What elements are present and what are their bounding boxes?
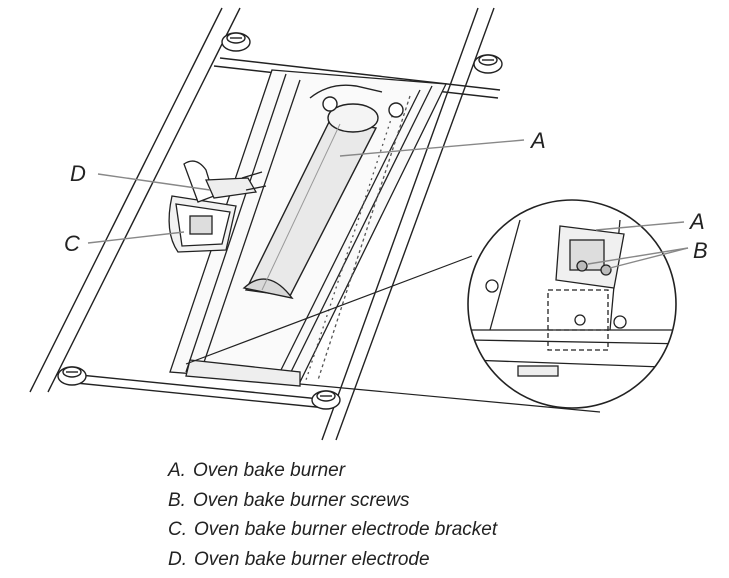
electrode-bracket xyxy=(168,195,237,253)
legend: A.Oven bake burner B.Oven bake burner sc… xyxy=(168,456,497,574)
legend-item-a: A.Oven bake burner xyxy=(168,460,346,481)
screw-top-left xyxy=(221,32,251,52)
callout-d: D xyxy=(70,161,86,186)
screw-bottom-left xyxy=(57,366,87,386)
screw-top-right xyxy=(473,54,503,74)
electrode xyxy=(183,160,267,203)
leader-lines xyxy=(87,139,689,269)
oven-bake-burner xyxy=(242,84,404,300)
corner-screws xyxy=(57,32,503,410)
legend-item-c: C.Oven bake burner electrode bracket xyxy=(168,519,498,540)
callout-a-inset: A xyxy=(688,209,705,234)
callout-c: C xyxy=(64,231,80,256)
oven-burner-diagram: A D C A B xyxy=(29,7,708,441)
callout-a-main: A xyxy=(529,128,546,153)
screw-bottom-right xyxy=(311,390,341,410)
detail-inset xyxy=(185,199,677,413)
legend-item-b: B.Oven bake burner screws xyxy=(168,489,410,511)
legend-item-d: D.Oven bake burner electrode xyxy=(168,548,430,570)
callout-b-inset: B xyxy=(693,238,708,263)
